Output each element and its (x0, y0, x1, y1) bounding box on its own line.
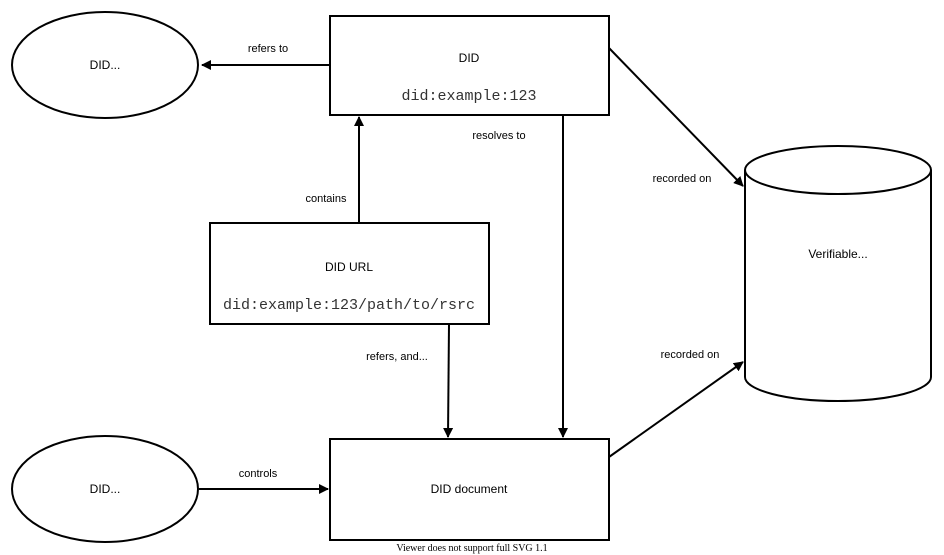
controls-label: controls (239, 468, 278, 480)
contains-label: contains (306, 193, 347, 205)
did-subject-label: DID... (90, 58, 121, 72)
recorded-on-bottom-label: recorded on (661, 349, 720, 361)
did-example: did:example:123 (401, 88, 536, 105)
recorded-on-top-arrow (608, 47, 744, 187)
did-document-label: DID document (431, 482, 508, 496)
verifiable-label: Verifiable... (808, 247, 867, 261)
refers-and-arrow (443, 323, 454, 438)
recorded-on-bottom-arrow (608, 361, 744, 458)
did-document-node[interactable]: DID document (329, 438, 610, 541)
did-url-title: DID URL (325, 260, 373, 274)
did-controller-node[interactable]: DID... (11, 435, 199, 543)
did-controller-label: DID... (90, 482, 121, 496)
did-url-example: did:example:123/path/to/rsrc (223, 297, 475, 314)
did-subject-node[interactable]: DID... (11, 11, 199, 119)
resolves-to-label: resolves to (472, 130, 525, 142)
refers-and-label: refers, and... (366, 351, 428, 363)
did-node[interactable]: DID did:example:123 (329, 15, 610, 116)
verifiable-data-registry-node[interactable]: Verifiable... (744, 145, 932, 402)
svg-support-notice: Viewer does not support full SVG 1.1 (396, 543, 547, 554)
did-url-node[interactable]: DID URL did:example:123/path/to/rsrc (209, 222, 490, 325)
refers-to-label: refers to (248, 43, 288, 55)
recorded-on-top-label: recorded on (653, 173, 712, 185)
did-title: DID (459, 51, 480, 65)
